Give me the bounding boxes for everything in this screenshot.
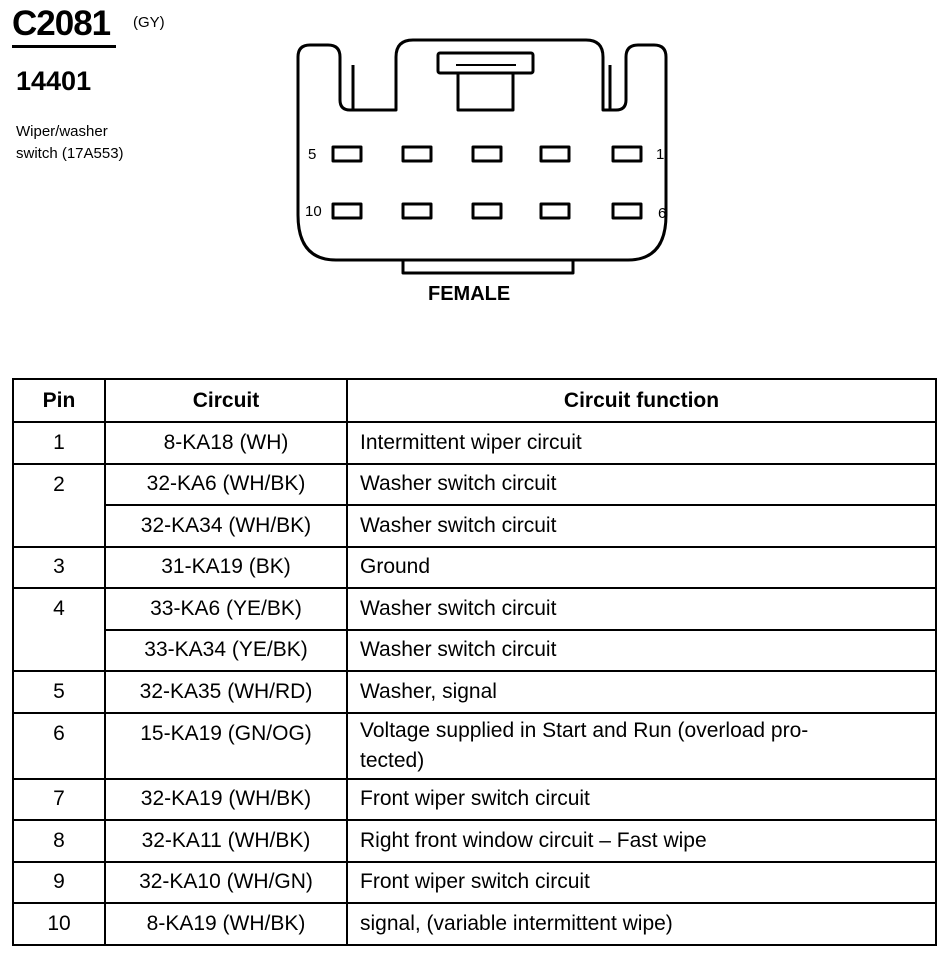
function-cell: Right front window circuit – Fast wipe xyxy=(346,819,937,863)
pin-label-10: 10 xyxy=(305,203,322,220)
function-cell: Ground xyxy=(346,545,937,589)
terminal-pin-8 xyxy=(471,202,503,220)
table-header-row: Pin Circuit Circuit function xyxy=(12,378,937,423)
function-cell: Voltage supplied in Start and Run (overl… xyxy=(346,711,937,780)
table-row: 33-KA34 (YE/BK) Washer switch circuit xyxy=(13,628,937,672)
circuit-cell: 32-KA10 (WH/GN) xyxy=(104,860,348,904)
function-line: Voltage supplied in Start and Run (overl… xyxy=(360,718,809,742)
part-number: 14401 xyxy=(16,66,92,96)
function-cell: Washer switch circuit xyxy=(346,587,937,631)
table-row: 7 32-KA19 (WH/BK) Front wiper switch cir… xyxy=(12,777,937,821)
circuit-cell: 33-KA6 (YE/BK) xyxy=(104,587,348,631)
circuit-cell: 32-KA35 (WH/RD) xyxy=(104,670,348,714)
terminal-pin-5 xyxy=(331,145,363,163)
terminal-pin-6 xyxy=(611,202,643,220)
pin-circuit-table: Pin Circuit Circuit function 1 8-KA18 (W… xyxy=(12,378,937,946)
terminal-pin-1 xyxy=(611,145,643,163)
circuit-cell: 31-KA19 (BK) xyxy=(104,545,348,589)
terminal-pin-10 xyxy=(331,202,363,220)
circuit-cell: 8-KA19 (WH/BK) xyxy=(104,902,348,946)
circuit-cell: 32-KA6 (WH/BK) xyxy=(104,462,348,506)
function-cell: Washer switch circuit xyxy=(346,504,937,548)
table-row: 4 33-KA6 (YE/BK) Washer switch circuit xyxy=(12,587,937,672)
pin-cell: 4 xyxy=(12,587,106,672)
connector-id-underline xyxy=(12,45,116,48)
pin-cell: 2 xyxy=(12,462,106,548)
bottom-key xyxy=(401,260,575,275)
table-row: 10 8-KA19 (WH/BK) signal, (variable inte… xyxy=(12,902,937,946)
table-row: 2 32-KA6 (WH/BK) Washer switch circuit xyxy=(12,462,937,548)
circuit-cell: 15-KA19 (GN/OG) xyxy=(104,711,348,780)
pin-cell: 5 xyxy=(12,670,106,714)
function-cell: Intermittent wiper circuit xyxy=(346,421,937,465)
terminal-pin-9 xyxy=(401,202,433,220)
pin-label-6: 6 xyxy=(658,205,666,222)
table-row: 9 32-KA10 (WH/GN) Front wiper switch cir… xyxy=(12,860,937,904)
terminal-pin-4 xyxy=(401,145,433,163)
header-circuit-function: Circuit function xyxy=(346,378,937,423)
circuit-cell: 33-KA34 (YE/BK) xyxy=(104,628,348,672)
connector-id: C2081 xyxy=(12,4,111,43)
pin-cell: 3 xyxy=(12,545,106,589)
function-cell: Washer, signal xyxy=(346,670,937,714)
function-cell: Front wiper switch circuit xyxy=(346,860,937,904)
header-circuit: Circuit xyxy=(104,378,348,423)
terminal-pin-7 xyxy=(539,202,571,220)
connector-housing-outline xyxy=(296,38,668,262)
pin-cell: 7 xyxy=(12,777,106,821)
function-cell: Washer switch circuit xyxy=(346,628,937,672)
function-cell: Front wiper switch circuit xyxy=(346,777,937,821)
component-description-line2: switch (17A553) xyxy=(16,145,124,162)
connector-face-diagram: 5 1 10 6 xyxy=(296,38,668,275)
function-cell: Washer switch circuit xyxy=(346,462,937,506)
pin-cell: 6 xyxy=(12,711,106,780)
pin-cell: 9 xyxy=(12,860,106,904)
circuit-cell: 8-KA18 (WH) xyxy=(104,421,348,465)
terminal-pin-3 xyxy=(471,145,503,163)
locking-tab xyxy=(436,51,535,75)
pin-cell: 8 xyxy=(12,819,106,863)
table-row: 8 32-KA11 (WH/BK) Right front window cir… xyxy=(12,819,937,863)
table-row: 32-KA34 (WH/BK) Washer switch circuit xyxy=(13,504,937,548)
header-pin: Pin xyxy=(12,378,106,423)
table-row: 6 15-KA19 (GN/OG) Voltage supplied in St… xyxy=(12,711,937,780)
pin-label-5: 5 xyxy=(308,146,316,163)
color-code: (GY) xyxy=(133,14,165,31)
circuit-cell: 32-KA11 (WH/BK) xyxy=(104,819,348,863)
table-row: 3 31-KA19 (BK) Ground xyxy=(12,545,937,589)
circuit-cell: 32-KA34 (WH/BK) xyxy=(104,504,348,548)
circuit-cell: 32-KA19 (WH/BK) xyxy=(104,777,348,821)
pin-cell: 1 xyxy=(12,421,106,465)
connector-gender-label: FEMALE xyxy=(428,283,511,305)
pin-cell: 10 xyxy=(12,902,106,946)
table-row: 5 32-KA35 (WH/RD) Washer, signal xyxy=(12,670,937,714)
component-description-line1: Wiper/washer xyxy=(16,123,108,140)
locking-tab-stem xyxy=(456,71,515,112)
function-line: tected) xyxy=(360,748,425,772)
terminal-pin-2 xyxy=(539,145,571,163)
pin-label-1: 1 xyxy=(656,146,664,163)
table-row: 1 8-KA18 (WH) Intermittent wiper circuit xyxy=(12,421,937,465)
function-cell: signal, (variable intermittent wipe) xyxy=(346,902,937,946)
